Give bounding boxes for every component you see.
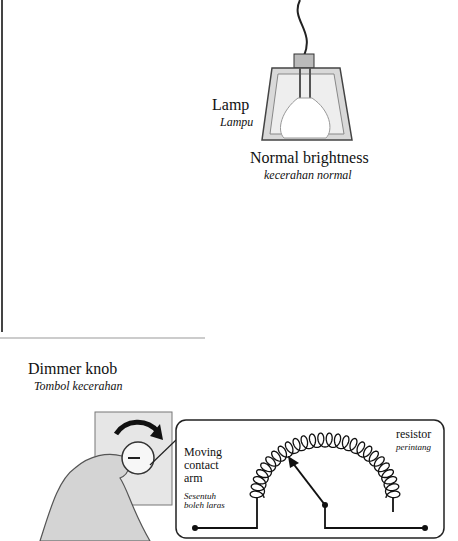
lamp-cord <box>298 0 307 56</box>
divider-line <box>0 338 205 339</box>
lamp-shade <box>262 68 352 140</box>
contact-arm-tip <box>288 456 299 468</box>
terminal-dot <box>192 525 198 531</box>
lamp-holder <box>299 68 301 98</box>
label: Lampu <box>220 116 266 129</box>
inset-box <box>176 420 444 538</box>
label: kecerahan normal <box>264 169 414 182</box>
knob-indicator <box>128 457 140 459</box>
lamp-cap <box>294 54 314 68</box>
lamp-bulb <box>280 98 329 138</box>
dimmer-knob <box>122 442 154 474</box>
label: resistor <box>396 428 442 441</box>
terminal-dot <box>422 525 428 531</box>
rotation-arrow <box>116 422 158 434</box>
border-line <box>1 0 3 332</box>
label: Lamp <box>212 96 262 114</box>
label: Dimmer knob <box>28 360 178 378</box>
label: Sesentuh boleh laras <box>184 492 234 511</box>
pivot-dot <box>322 502 328 508</box>
label: perintang <box>396 443 442 453</box>
rotation-arrowhead <box>150 424 163 440</box>
contact-arm <box>292 462 325 505</box>
label: Tombol kecerahan <box>34 380 184 393</box>
wire <box>325 505 425 528</box>
coil-windings <box>250 433 400 498</box>
label: Normal brightness <box>250 149 420 167</box>
lamp-holder <box>309 68 311 98</box>
wire <box>392 498 394 512</box>
leader-line <box>150 440 176 465</box>
resistor-coil <box>250 433 400 498</box>
label: Moving contact arm <box>184 446 240 486</box>
